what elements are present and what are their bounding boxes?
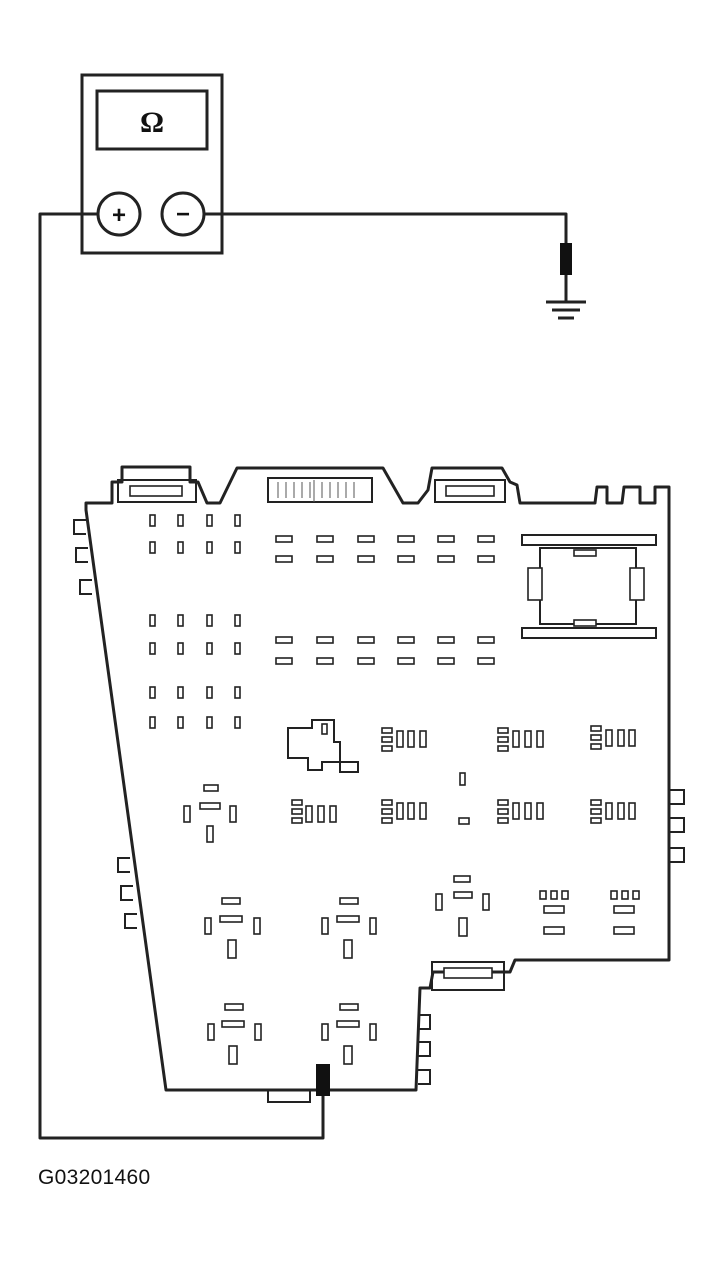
component-row-1 xyxy=(381,725,636,752)
ohmmeter: Ω + − xyxy=(80,73,224,255)
connector-top-left xyxy=(117,479,197,503)
positive-lead xyxy=(38,212,325,1140)
ground-probe-icon xyxy=(560,243,572,275)
connector-lower xyxy=(431,961,505,991)
connector-top-center xyxy=(267,477,373,503)
electronic-module xyxy=(73,465,685,1103)
relay xyxy=(521,534,657,639)
component-row-2 xyxy=(183,772,636,843)
bracket-outline xyxy=(287,719,359,773)
pad-grid-upper xyxy=(275,535,495,563)
connector-top-right xyxy=(434,479,506,503)
component-row-3 xyxy=(204,875,640,959)
negative-lead xyxy=(204,212,586,320)
negative-terminal-label: − xyxy=(176,201,190,228)
figure-id: G03201460 xyxy=(38,1166,151,1189)
ohm-symbol: Ω xyxy=(140,106,164,139)
component-row-4 xyxy=(207,1003,377,1065)
positive-terminal-label: + xyxy=(112,202,126,229)
pin-block-left xyxy=(149,514,241,729)
meter-display xyxy=(95,89,209,151)
ground-symbol-icon xyxy=(546,300,586,320)
test-probe-icon xyxy=(316,1064,330,1096)
pad-grid-lower xyxy=(275,636,495,665)
